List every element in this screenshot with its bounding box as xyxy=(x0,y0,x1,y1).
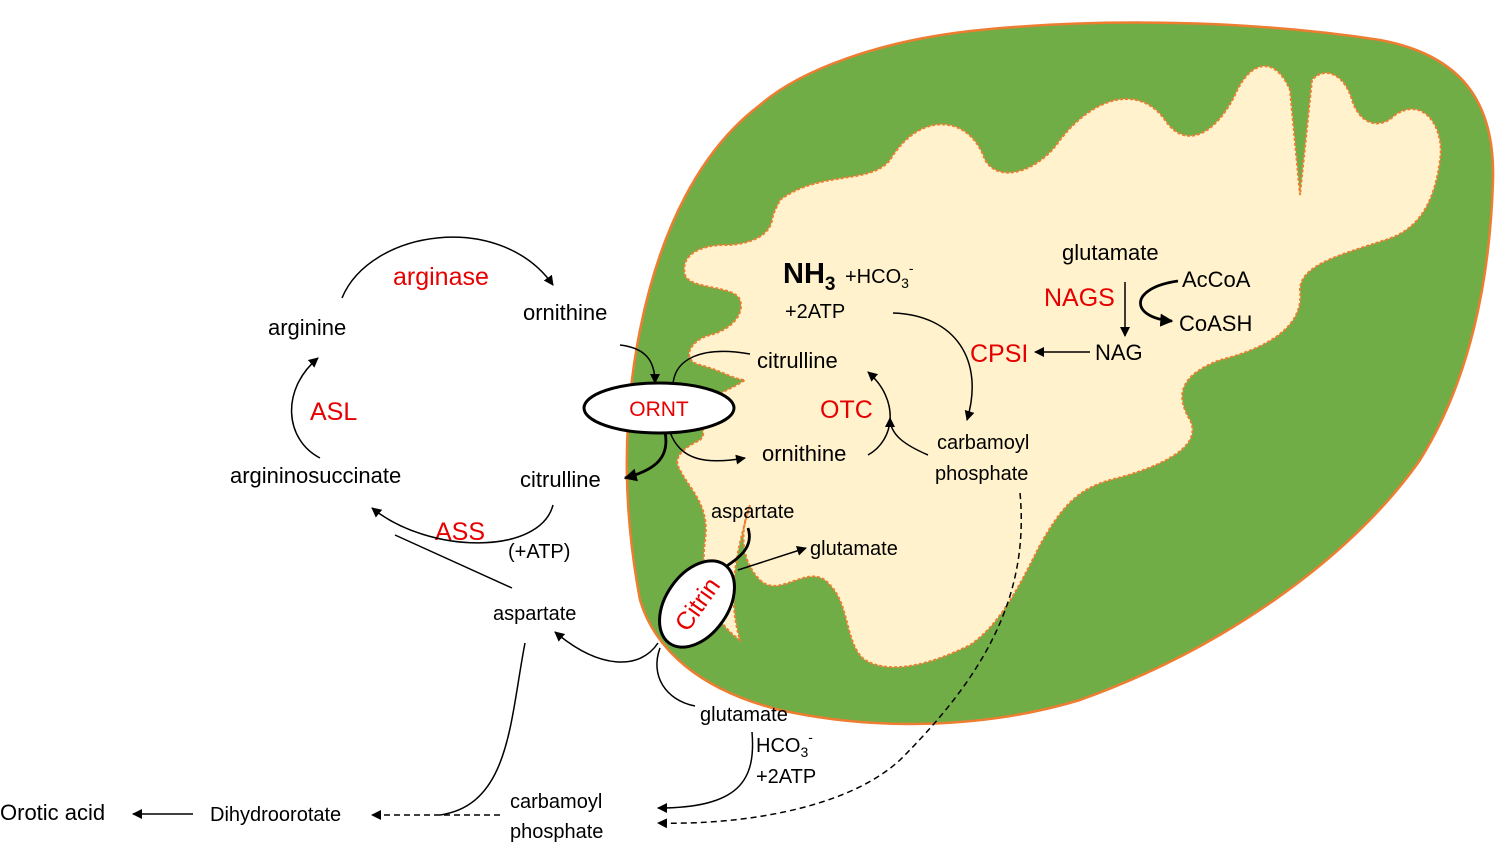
argininosuccinate-label: argininosuccinate xyxy=(230,463,401,488)
ornt-shape xyxy=(582,381,736,435)
arrow-citrulline-out-ornt xyxy=(672,350,751,385)
glutamate-mito-label: glutamate xyxy=(1062,240,1159,265)
carbamoyl-cytosol-label: carbamoyl xyxy=(510,791,602,813)
arrow-mito-cp-leak xyxy=(657,492,1022,829)
arrow-accoa-to-coash xyxy=(1139,279,1179,327)
phosphate-mito-label: phosphate xyxy=(935,463,1028,485)
asl-enzyme: ASL xyxy=(310,398,357,426)
two-atp-cytosol-label: +2ATP xyxy=(756,766,816,788)
nags-enzyme: NAGS xyxy=(1044,284,1115,312)
arrow-citrin-to-glutamate-mito xyxy=(737,546,807,571)
ornt-label: ORNT xyxy=(629,398,689,421)
ornt-transporter: ORNT xyxy=(582,381,736,435)
arrow-ornithine-into-ornt xyxy=(619,344,660,384)
citrulline-mito-label: citrulline xyxy=(757,348,838,373)
accoa-label: AcCoA xyxy=(1182,267,1251,292)
arrow-ornt-to-ornithine-mito xyxy=(669,431,746,465)
arrow-ornt-to-citrulline xyxy=(623,431,668,482)
ornithine-cytosol-label: ornithine xyxy=(523,300,607,325)
hco3-cytosol-label: HCO3- xyxy=(756,729,813,760)
citrulline-cytosol-label: citrulline xyxy=(520,467,601,492)
arrow-carbamoyl-to-otc xyxy=(885,417,929,456)
two-atp-mito-label: +2ATP xyxy=(785,301,845,323)
glutamate-cytosol-label: glutamate xyxy=(700,704,788,726)
phosphate-cytosol-label: phosphate xyxy=(510,821,603,843)
arrow-citrulline-to-argininosuccinate xyxy=(371,504,554,544)
otc-enzyme: OTC xyxy=(820,396,873,424)
aspartate-mito-label: aspartate xyxy=(711,501,794,523)
arrow-arginine-to-ornithine xyxy=(341,236,554,299)
nag-label: NAG xyxy=(1095,340,1143,365)
hco3-mito-label: +HCO3- xyxy=(845,260,914,291)
ornithine-mito-label: ornithine xyxy=(762,441,846,466)
orotic-acid-label: Orotic acid xyxy=(0,800,105,825)
nh3-label: NH3 xyxy=(783,258,835,295)
aspartate-cytosol-label: aspartate xyxy=(493,603,576,625)
citrin-shape xyxy=(658,559,736,649)
arrow-glutamate-into-citrin xyxy=(656,647,696,707)
coash-label: CoASH xyxy=(1179,311,1252,336)
arginine-label: arginine xyxy=(268,315,346,340)
citrin-transporter: Citrin xyxy=(658,559,736,649)
cpsi-enzyme: CPSI xyxy=(970,340,1028,368)
arrow-argininosuccinate-to-arginine xyxy=(290,357,321,459)
mitochondrial-matrix xyxy=(676,65,1442,669)
carbamoyl-mito-label: carbamoyl xyxy=(937,432,1029,454)
arrow-nh3-to-carbamoyl xyxy=(892,312,975,421)
arrow-citrin-to-aspartate-cytosol xyxy=(554,631,659,663)
dihydroorotate-label: Dihydroorotate xyxy=(210,804,341,826)
arginase-enzyme: arginase xyxy=(393,263,489,291)
atp-note: (+ATP) xyxy=(508,541,570,563)
arrow-aspartate-join xyxy=(394,534,513,589)
arrow-hco3-to-cp-cytosol xyxy=(657,731,754,813)
arrow-aspartate-to-dihydroorotate xyxy=(439,642,526,816)
glutamate-mito-low-label: glutamate xyxy=(810,538,898,560)
